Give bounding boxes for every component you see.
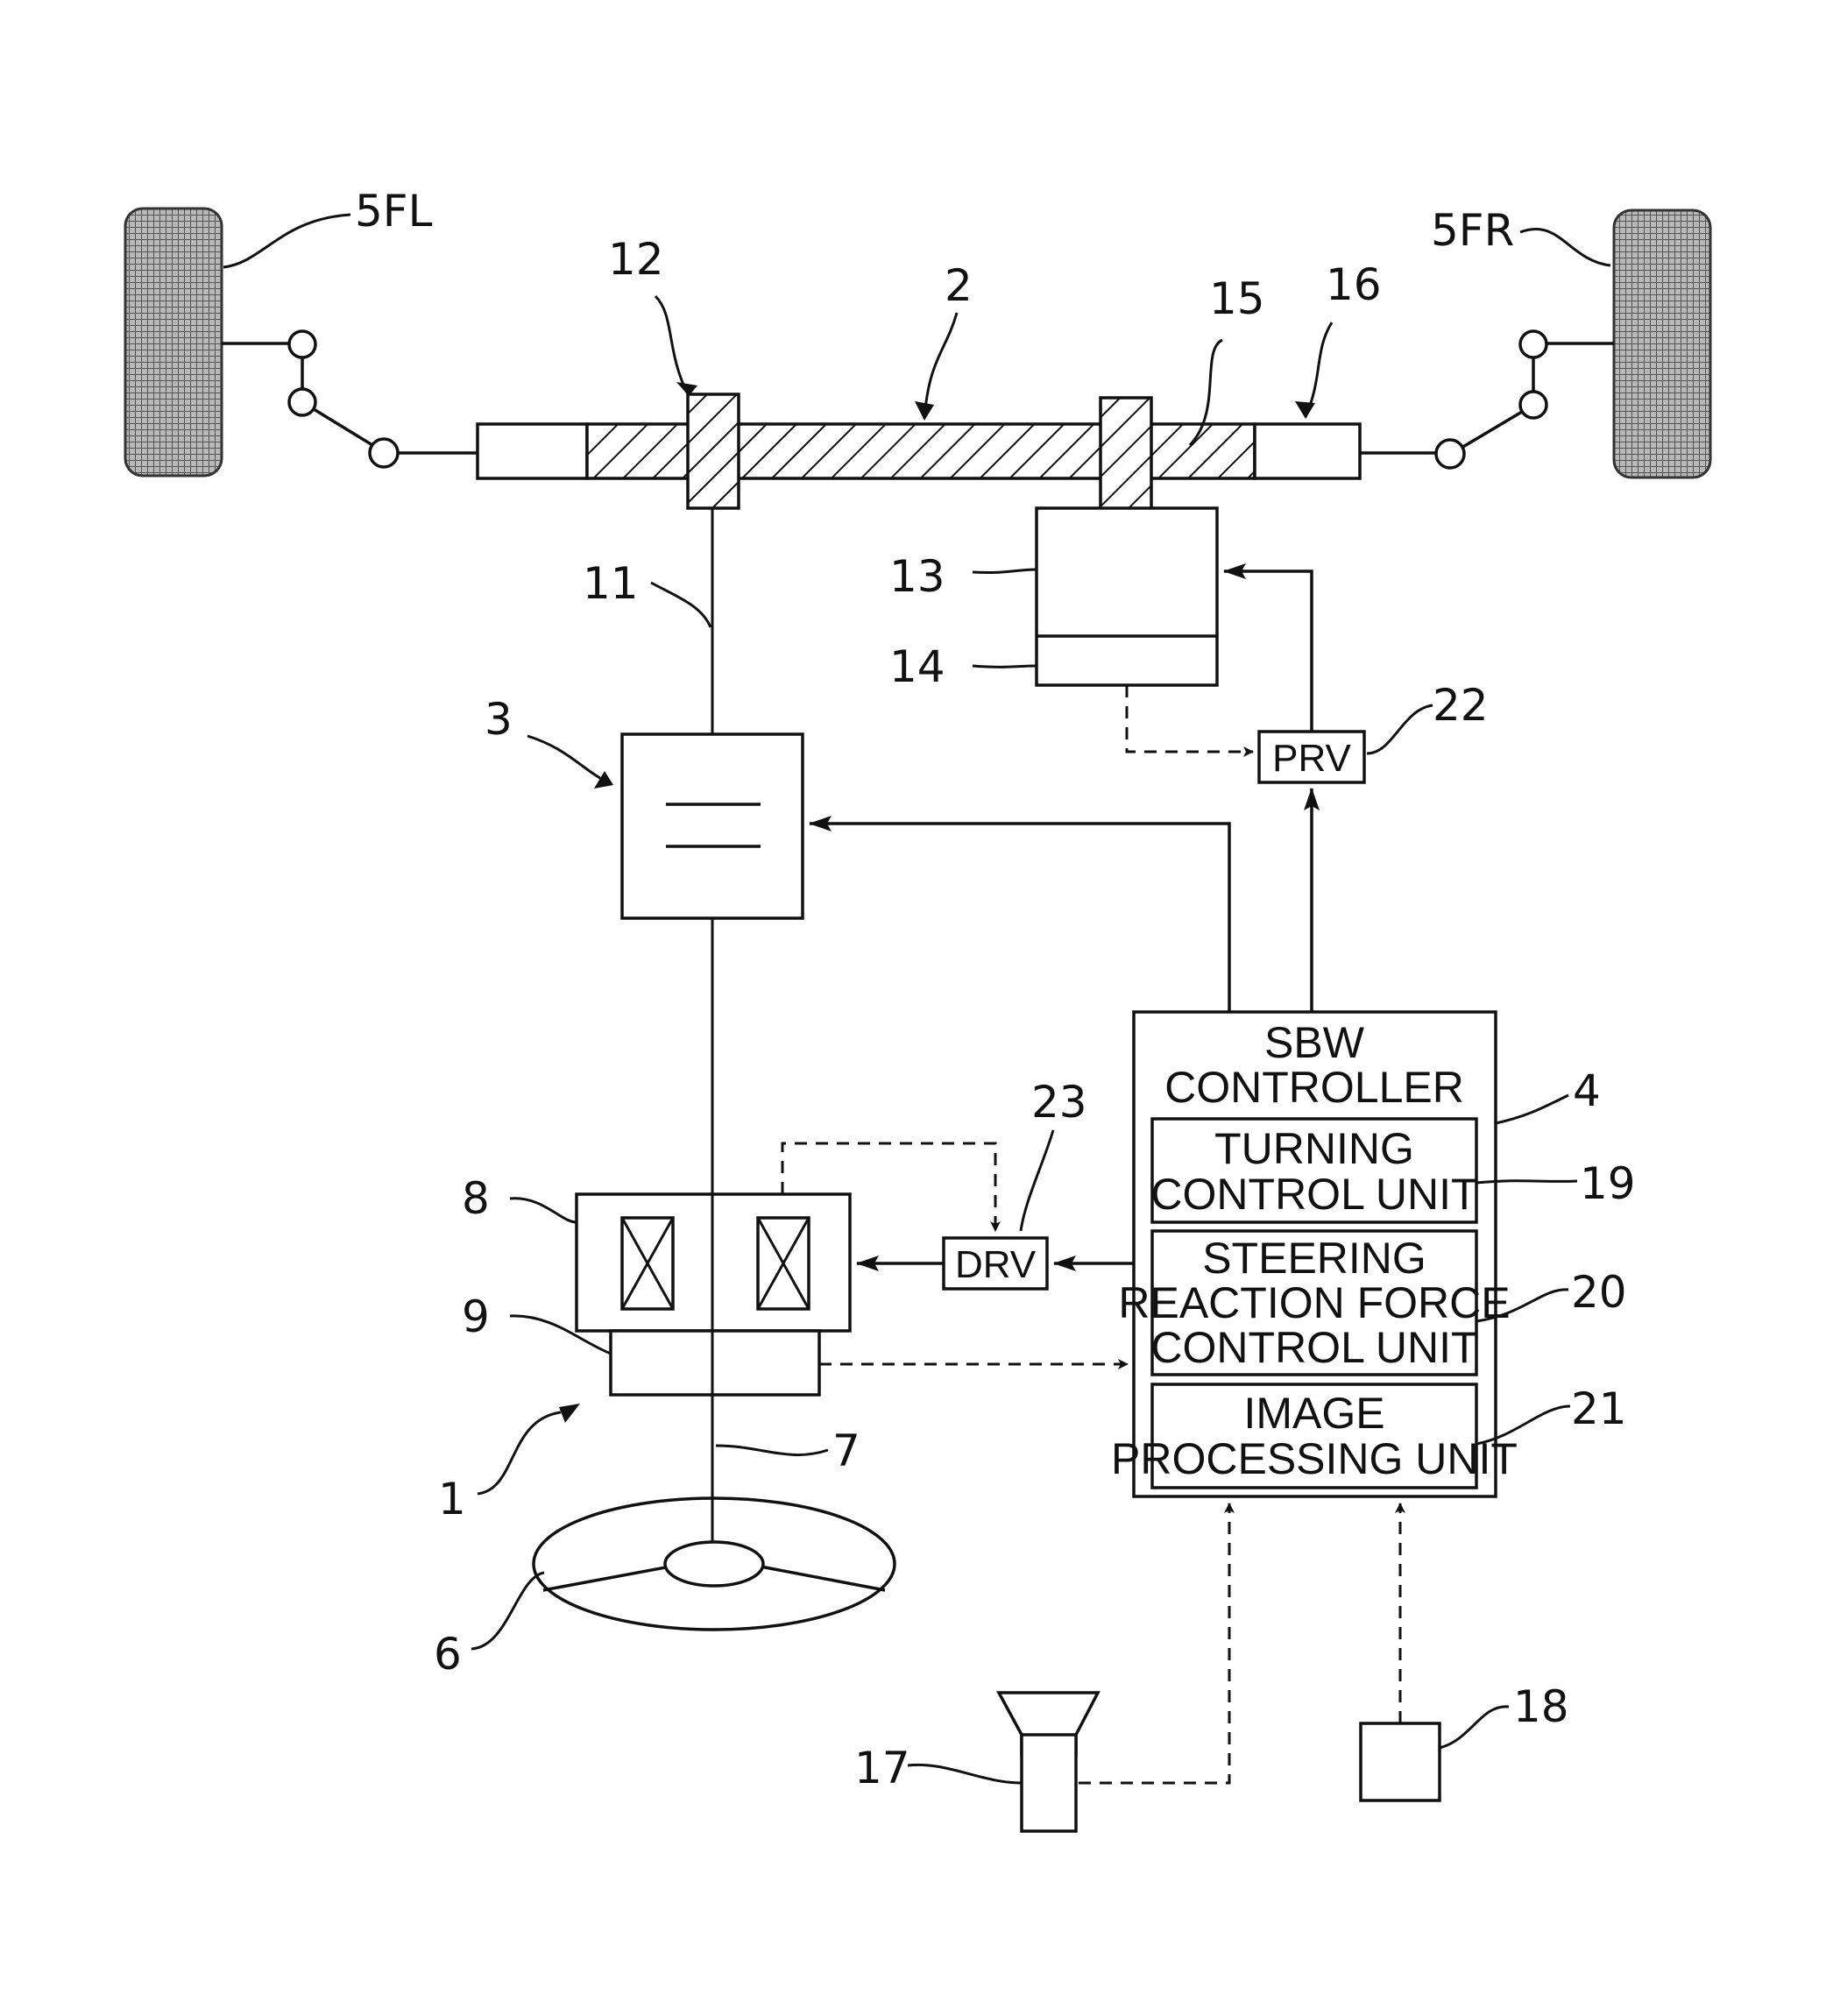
reaction-unit-line-2: REACTION FORCE — [1118, 1278, 1510, 1327]
steering-rack — [478, 424, 1360, 478]
label-1: 1 — [438, 1474, 466, 1524]
label-21: 21 — [1571, 1383, 1627, 1434]
turning-unit-line-2: CONTROL UNIT — [1150, 1170, 1477, 1219]
left-tie-rod-linkage — [222, 331, 478, 467]
prv-to-motor-line — [1224, 571, 1312, 732]
label-8: 8 — [462, 1173, 490, 1224]
controller-title-1: SBW — [1264, 1018, 1365, 1067]
image-unit-line-2: PROCESSING UNIT — [1111, 1434, 1518, 1483]
label-18: 18 — [1513, 1681, 1569, 1732]
label-13: 13 — [889, 551, 945, 602]
label-6: 6 — [434, 1629, 462, 1680]
drv-box: DRV — [944, 1238, 1047, 1289]
label-14: 14 — [889, 641, 945, 692]
label-22: 22 — [1433, 680, 1489, 731]
controller-title-2: CONTROLLER — [1164, 1063, 1464, 1112]
arrowhead-16 — [1295, 401, 1315, 419]
label-9: 9 — [462, 1291, 490, 1342]
prv-box: PRV — [1259, 732, 1364, 782]
prv-label: PRV — [1272, 737, 1351, 780]
label-16: 16 — [1326, 259, 1382, 310]
turning-unit-line-1: TURNING — [1214, 1124, 1414, 1173]
label-4: 4 — [1573, 1065, 1601, 1116]
turning-motor — [1037, 508, 1217, 685]
drv-label: DRV — [955, 1243, 1037, 1286]
label-2: 2 — [945, 260, 973, 311]
label-17: 17 — [854, 1743, 910, 1793]
sbw-controller: SBW CONTROLLER TURNING CONTROL UNIT STEE… — [1111, 1012, 1518, 1496]
steering-angle-sensor — [611, 1331, 819, 1395]
arrowhead-2 — [915, 401, 934, 421]
right-tie-rod-linkage — [1358, 331, 1614, 468]
sensor-box-18 — [1361, 1723, 1440, 1800]
reaction-unit-line-1: STEERING — [1202, 1234, 1426, 1283]
arrowhead-3 — [594, 771, 613, 789]
camera — [999, 1693, 1098, 1831]
pinion-right — [1101, 398, 1151, 510]
label-23: 23 — [1031, 1077, 1087, 1128]
front-right-wheel — [1614, 210, 1710, 477]
pinion-left — [688, 394, 739, 508]
label-12: 12 — [608, 234, 664, 285]
label-19: 19 — [1580, 1158, 1636, 1209]
reaction-force-motor — [577, 1194, 850, 1331]
reaction-unit-line-3: CONTROL UNIT — [1150, 1323, 1477, 1372]
label-5fr: 5FR — [1431, 205, 1514, 256]
label-5fl: 5FL — [355, 186, 433, 237]
backup-clutch — [622, 734, 803, 918]
label-15: 15 — [1209, 273, 1265, 324]
label-3: 3 — [485, 694, 513, 745]
controller-to-clutch-line — [810, 824, 1229, 1012]
label-7: 7 — [832, 1425, 860, 1476]
front-left-wheel — [125, 209, 222, 476]
arrowhead-1 — [559, 1404, 580, 1423]
label-11: 11 — [583, 558, 639, 609]
motor-to-prv-feedback — [1127, 685, 1253, 752]
camera-to-controller-line — [1079, 1503, 1229, 1783]
image-unit-line-1: IMAGE — [1243, 1389, 1384, 1438]
label-20: 20 — [1571, 1267, 1627, 1318]
